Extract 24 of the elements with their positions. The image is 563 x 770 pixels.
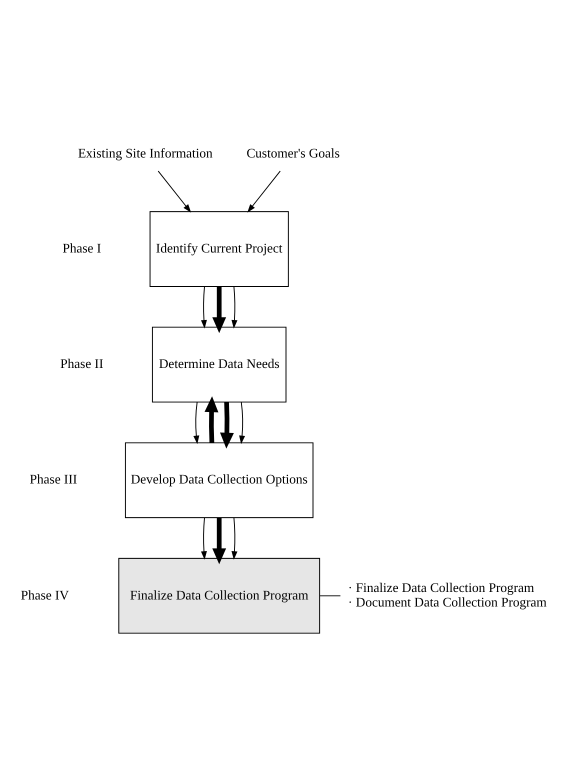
- arrow: [231, 517, 238, 560]
- arrow: [212, 286, 226, 334]
- node-text: Customer's Goals: [246, 145, 340, 160]
- arrow: [158, 170, 192, 213]
- node-label: Phase III: [30, 472, 78, 487]
- node-label: Phase II: [60, 356, 104, 372]
- arrow: [239, 402, 246, 444]
- node-box: Finalize Data Collection Program: [118, 558, 320, 634]
- node-label: Phase I: [62, 240, 102, 256]
- node-box: Determine Data Needs: [152, 326, 286, 403]
- arrow: [247, 170, 281, 213]
- connector: [320, 595, 341, 596]
- node-text: Existing Site Information: [78, 145, 213, 160]
- node-label: Phase IV: [20, 587, 70, 602]
- node-box: Develop Data Collection Options: [124, 442, 314, 518]
- arrow: [220, 402, 234, 449]
- node-text: · Finalize Data Collection Program · Document Data Collection Program: [348, 580, 547, 610]
- arrow: [200, 286, 207, 329]
- arrow: [193, 402, 200, 444]
- arrow: [200, 517, 207, 560]
- arrow: [204, 396, 218, 443]
- node-box: Identify Current Project: [150, 211, 289, 287]
- arrow: [231, 286, 238, 329]
- arrow: [212, 518, 226, 564]
